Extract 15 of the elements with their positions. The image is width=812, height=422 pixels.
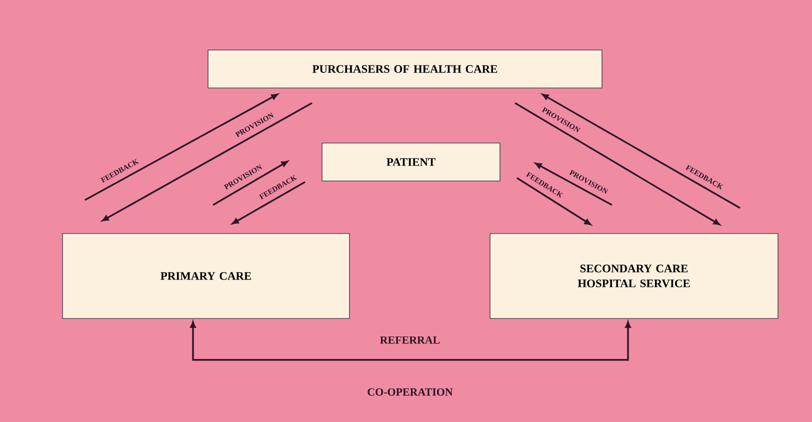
label-box: SECONDARY CARE HOSPITAL SERVICE [490,233,778,319]
label-box: PATIENT [322,142,500,182]
arrow [212,160,288,206]
arrow [542,94,740,209]
arrow [102,102,312,222]
text-label: CO-OPERATION [368,388,453,396]
arrow [84,94,278,201]
arrow [514,102,720,226]
edge-label: REFERRAL [380,336,440,344]
arrow [232,181,306,224]
arrow [516,177,591,226]
label-box: PRIMARY CARE [62,233,350,319]
label-box: PURCHASERS OF HEALTH CARE [208,50,602,88]
arrow [535,162,612,206]
arrow [190,321,631,361]
